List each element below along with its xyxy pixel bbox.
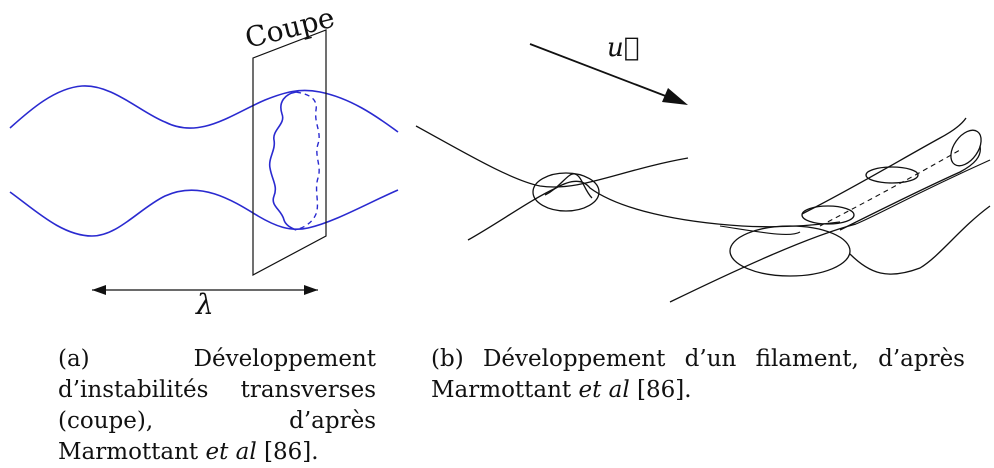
caption-b-reference: [86].: [637, 377, 692, 403]
section-curve-solid: [268, 91, 297, 231]
upper-wave: [9, 85, 399, 133]
right-sheet-edge-side: [849, 205, 991, 275]
wavelength-label: λ: [195, 288, 214, 320]
left-sheet-edge-upper: [415, 125, 689, 188]
caption-b-text: Développement d’un filament, d’après Mar…: [431, 346, 965, 403]
filament-base-ring: [801, 205, 855, 225]
wavelength-arrow-head-right: [304, 285, 318, 295]
filament-mid-ring: [865, 166, 919, 184]
figure-panels: Coupe λ u⃗: [9, 1, 991, 320]
right-ring: [729, 225, 851, 277]
caption-a-text: Développement d’instabilités transverses…: [58, 346, 376, 465]
caption-a-tag: (a): [58, 346, 90, 372]
panel-b: u⃗: [415, 33, 991, 303]
flow-arrow: [529, 43, 677, 101]
caption-b: (b) Développement d’un filament, d’après…: [431, 344, 965, 406]
filament-upper-edge: [801, 117, 967, 215]
right-sheet-edge-far: [719, 225, 801, 236]
panel-a: Coupe λ: [9, 1, 399, 320]
filament-tip-ring: [950, 129, 982, 167]
caption-a-italic: et al: [205, 439, 257, 465]
caption-a: (a) Développement d’instabilités transve…: [58, 344, 376, 468]
section-plane: [252, 29, 327, 277]
caption-b-italic: et al: [578, 377, 630, 403]
filament-dashed-core: [819, 149, 961, 227]
filament-lower-edge: [839, 145, 981, 231]
caption-a-reference: [86].: [264, 439, 319, 465]
section-curve-dashed: [295, 91, 320, 231]
flow-vector-label: u⃗: [607, 33, 639, 63]
wavelength-arrow-head-left: [92, 285, 106, 295]
left-ring: [532, 172, 600, 212]
caption-b-tag: (b): [431, 346, 464, 372]
right-sheet-edge-top: [855, 159, 991, 225]
lower-wave: [9, 189, 399, 237]
section-label: Coupe: [242, 1, 338, 55]
flow-arrow-head: [662, 88, 688, 105]
left-sheet-edge-lower: [467, 180, 841, 241]
right-sheet-edge-lower: [669, 223, 857, 303]
